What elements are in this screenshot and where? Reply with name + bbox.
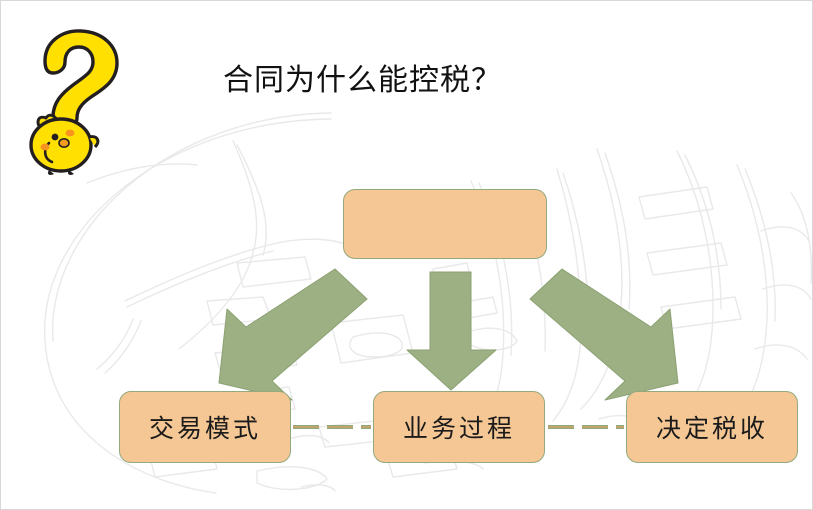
process-box-determine-tax[interactable]: 决定税收 bbox=[626, 391, 798, 463]
process-box-transaction-mode[interactable]: 交易模式 bbox=[119, 391, 291, 463]
question-mark-chick-icon bbox=[29, 29, 119, 175]
chick-icon bbox=[29, 113, 100, 175]
page-title: 合同为什么能控税？ bbox=[223, 64, 502, 97]
process-box-business-process[interactable]: 业务过程 bbox=[373, 391, 545, 463]
question-mark-icon bbox=[43, 29, 119, 130]
top-process-box[interactable] bbox=[343, 189, 547, 259]
